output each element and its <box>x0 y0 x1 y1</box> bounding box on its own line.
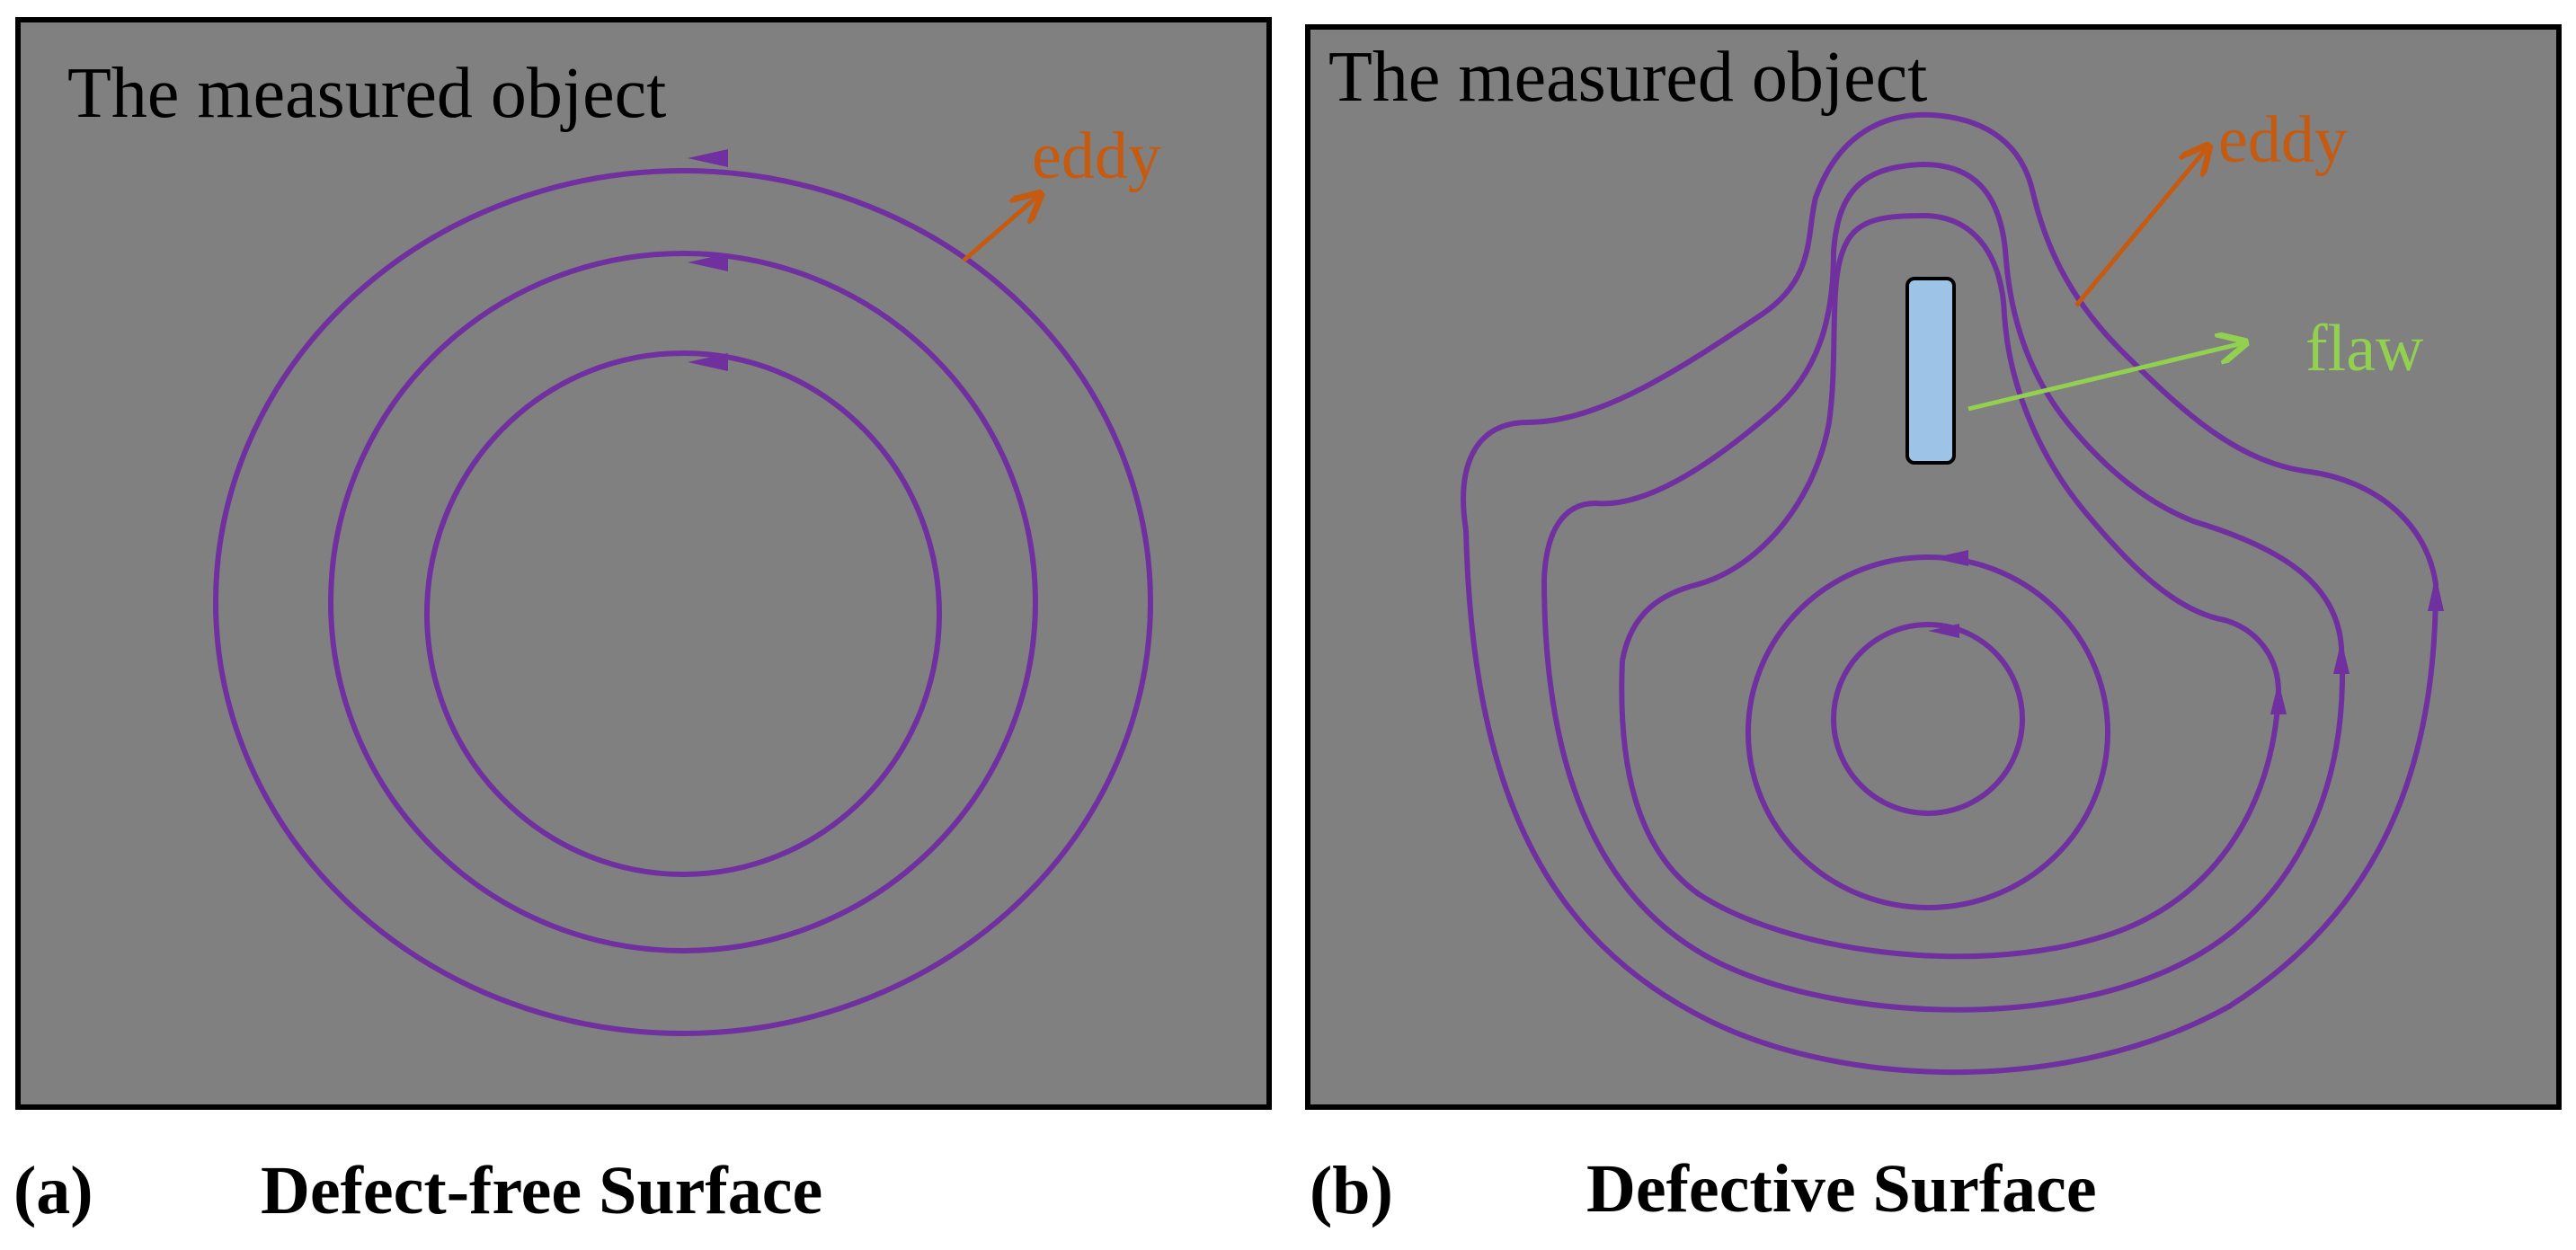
panel-b-caption: Defective Surface <box>1586 1151 2097 1227</box>
panel-b-measured-object <box>1305 24 2562 1110</box>
panel-b-eddy-pointer-arrow <box>2074 148 2207 307</box>
panel-b-eddy-loop-fourth <box>1745 554 2110 910</box>
panel-b-eddy-loop-third <box>1619 212 2282 960</box>
panel-a-measured-object <box>15 17 1272 1110</box>
panel-a-direction-arrow-middle <box>688 253 728 271</box>
panel-b-direction-arrow-5 <box>2270 681 2287 714</box>
panel-a-direction-arrow-outer <box>688 149 728 167</box>
panel-a-eddy-loop-outer <box>213 168 1153 1036</box>
panel-b-flaw-pointer-arrow <box>1968 343 2243 412</box>
panel-b-flaw-label: flaw <box>2305 312 2424 386</box>
panel-b-tag: (b) <box>1310 1153 1393 1228</box>
panel-b-object-label: The measured object <box>1328 38 1927 117</box>
panel-a: The measured object eddy (a) Defect-free… <box>13 17 1272 1228</box>
panel-b-eddy-loop-inner <box>1831 622 2025 816</box>
panel-a-tag: (a) <box>13 1153 93 1228</box>
panel-b-eddy-label: eddy <box>2218 103 2348 177</box>
panel-a-caption: Defect-free Surface <box>261 1153 822 1228</box>
panel-b-flaw <box>1905 277 1956 465</box>
panel-a-object-label: The measured object <box>67 54 666 133</box>
panel-a-eddy-label: eddy <box>1032 120 1161 193</box>
panel-b-direction-arrow-2 <box>1928 624 1959 638</box>
panel-a-eddy-pointer-arrow <box>962 196 1038 262</box>
panel-b-eddy-loop-outer <box>1461 111 2439 1076</box>
panel-b-eddy-loop-second <box>1541 161 2345 1013</box>
panel-b-direction-arrow-1 <box>1932 550 1968 566</box>
panel-b: The measured object eddy flaw (b) Defect… <box>1305 24 2562 1228</box>
panel-a-direction-arrow-inner <box>688 353 728 371</box>
panel-a-eddy-loop-middle <box>328 251 1038 953</box>
panel-a-eddy-loop-inner <box>424 350 942 877</box>
panel-b-direction-arrow-4 <box>2333 640 2349 674</box>
panel-b-direction-arrow-3 <box>2428 575 2444 611</box>
